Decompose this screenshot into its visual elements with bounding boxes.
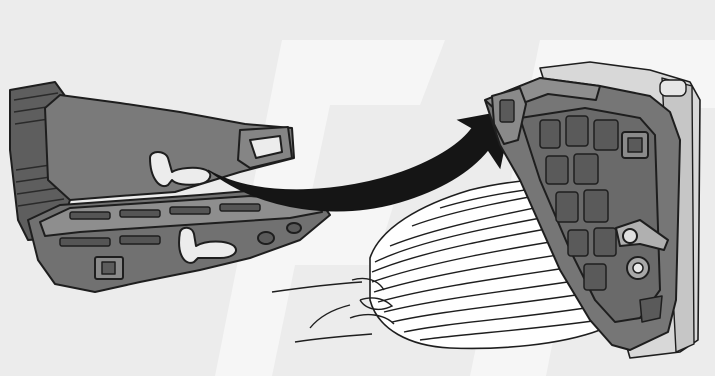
housing-frame-pin bbox=[660, 80, 686, 96]
housing-round-boss-inner bbox=[633, 263, 643, 273]
clip-hole-1 bbox=[258, 232, 274, 244]
housing-lever-pivot bbox=[623, 229, 637, 243]
housing-lower-slot bbox=[640, 296, 662, 322]
housing-window-inner bbox=[628, 138, 642, 152]
housing-entry-slot bbox=[500, 100, 514, 122]
clip-hole-2 bbox=[287, 223, 301, 233]
clip-square-boss-inner bbox=[102, 262, 115, 274]
wire-stray-2 bbox=[295, 334, 372, 342]
wire-stray-3 bbox=[310, 305, 350, 328]
